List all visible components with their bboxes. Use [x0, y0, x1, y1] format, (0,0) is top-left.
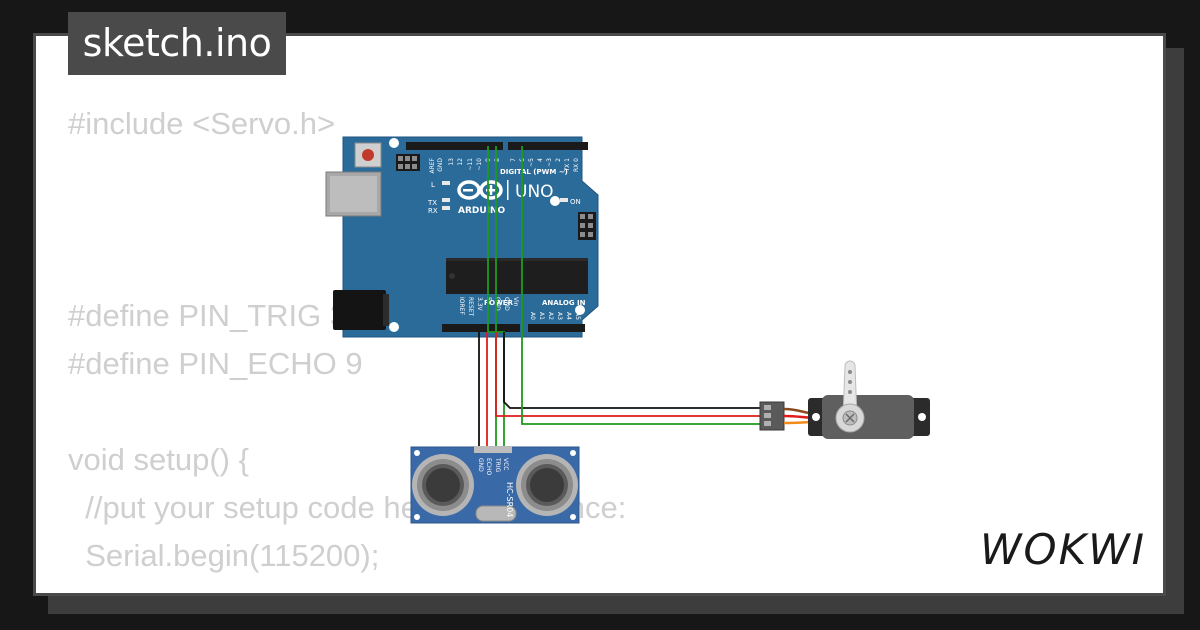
- ultrasonic-transducer-right: [516, 454, 578, 516]
- servo-horn[interactable]: [842, 360, 858, 419]
- pin-label: A5: [574, 312, 581, 320]
- mounting-hole: [550, 196, 560, 206]
- pin-label: 12: [457, 158, 464, 166]
- power-header-label: POWER: [484, 299, 514, 307]
- code-line: #define PIN_ECHO 9: [68, 346, 363, 381]
- pin-label: RX 0: [573, 158, 580, 172]
- pin-label: ~5: [528, 158, 535, 167]
- led-rx: [442, 206, 450, 210]
- file-name-tab[interactable]: sketch.ino: [68, 12, 286, 75]
- pin-label: A1: [538, 312, 545, 320]
- pin-label: GND: [503, 297, 510, 311]
- pin-label: 8: [494, 158, 501, 162]
- servo-motor[interactable]: [759, 360, 930, 439]
- pin-label: GND: [437, 158, 444, 172]
- led-label-l: L: [431, 181, 435, 189]
- pin-label: GND: [494, 297, 501, 311]
- wire-servo-signal[interactable]: [521, 146, 761, 425]
- sensor-model-label: HC-SR04: [505, 482, 514, 517]
- digital-header-left: [406, 142, 503, 150]
- sensor-pin-header: [474, 446, 512, 453]
- sensor-pin-label: ECHO: [485, 458, 492, 475]
- arduino-logo-icon: [457, 180, 503, 200]
- arduino-logo-text: ARDUINO: [458, 206, 506, 216]
- pin-label: A4: [565, 312, 572, 320]
- wire-servo-vcc[interactable]: [495, 332, 761, 417]
- wokwi-logo-text: WOKWI: [980, 525, 1146, 574]
- pin-label: AREF: [429, 157, 436, 173]
- crystal-oscillator: [475, 505, 517, 522]
- power-jack: [333, 290, 386, 330]
- led-label-tx: TX: [427, 199, 437, 207]
- preview-card: [33, 33, 1166, 596]
- pin-label: 13: [448, 158, 455, 166]
- servo-connector: [759, 401, 785, 431]
- pin-label: 7: [510, 158, 517, 162]
- led-l: [442, 181, 450, 185]
- board-model: UNO: [515, 182, 554, 202]
- code-line: #include <Servo.h>: [68, 106, 336, 141]
- mounting-hole: [575, 305, 585, 315]
- led-label-rx: RX: [428, 207, 438, 215]
- ultrasonic-transducer-left: [412, 454, 474, 516]
- pin-label: ~10: [476, 158, 483, 171]
- pin-label: ~11: [467, 158, 474, 171]
- arduino-uno-board[interactable]: AREF GND 13 12 ~11 ~10 ~9 8 7 ~6 ~5 4 ~3…: [325, 136, 599, 338]
- mounting-hole: [389, 322, 399, 332]
- pin-label: 3.3V: [476, 297, 483, 312]
- sensor-pin-label: VCC: [502, 458, 509, 470]
- analog-header: [528, 324, 585, 332]
- pin-label: A2: [547, 312, 554, 320]
- sensor-pin-label: TRIG: [494, 457, 501, 473]
- pin-label: A3: [556, 312, 563, 320]
- atmega-chip: [446, 258, 588, 294]
- pin-label: A0: [529, 312, 536, 320]
- wires: [478, 146, 761, 448]
- digital-header-right: [508, 142, 588, 150]
- pin-label: 4: [537, 158, 544, 162]
- pin-label: IOREF: [458, 297, 465, 315]
- pin-label: RESET: [467, 297, 474, 317]
- led-on: [560, 198, 568, 202]
- wokwi-logo: WOKWI: [980, 525, 1146, 574]
- digital-header-label: DIGITAL (PWM ~): [500, 168, 568, 176]
- pin-label: Vin: [512, 297, 519, 307]
- pin-label: TX 1: [564, 158, 571, 173]
- code-line: Serial.begin(115200);: [68, 538, 380, 573]
- pin-label: 2: [555, 158, 562, 162]
- power-header: [442, 324, 520, 332]
- sensor-pin-label: GND: [477, 458, 484, 472]
- code-line: void setup() {: [68, 442, 249, 477]
- pin-label: ~3: [546, 158, 553, 167]
- mounting-hole: [389, 138, 399, 148]
- analog-header-label: ANALOG IN: [542, 299, 586, 307]
- led-label-on: ON: [570, 198, 581, 206]
- hc-sr04-sensor[interactable]: GND ECHO TRIG VCC HC-SR04: [410, 446, 580, 524]
- led-tx: [442, 198, 450, 202]
- wire-servo-gnd[interactable]: [503, 332, 761, 409]
